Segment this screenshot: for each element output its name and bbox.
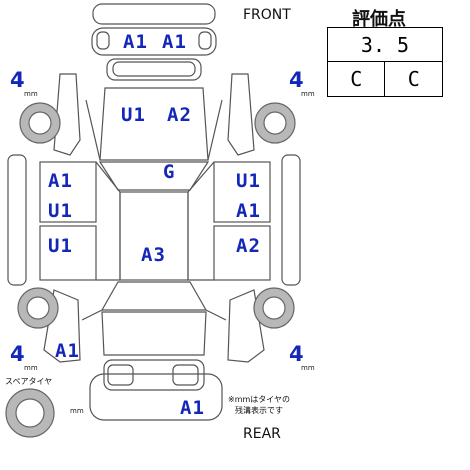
spare-tire-label: スペアタイヤ <box>5 377 53 386</box>
tread-front-right: 4 <box>289 68 304 92</box>
code-right-front-door-lower: A1 <box>236 200 261 222</box>
code-left-front-door: A1 <box>48 170 73 192</box>
roof <box>119 191 189 281</box>
tread-rear-left: 4 <box>10 342 25 366</box>
note-line-1: ※mmはタイヤの <box>228 395 291 404</box>
wheel-front-right <box>254 102 296 144</box>
exterior-grade: C <box>384 61 443 97</box>
front-label: FRONT <box>243 7 291 23</box>
right-rocker <box>281 154 301 286</box>
overall-score: 3. 5 <box>327 27 443 62</box>
wheel-rear-right <box>253 287 295 329</box>
windshield <box>98 161 210 191</box>
code-hood-right: A2 <box>167 104 192 126</box>
code-right-rear-door: A2 <box>236 235 261 257</box>
wheel-spare <box>5 388 55 438</box>
code-left-rear-quarter: A1 <box>55 340 80 362</box>
code-rear-bumper: A1 <box>180 397 205 419</box>
front-bumper <box>91 27 217 56</box>
tread-front-left: 4 <box>10 68 25 92</box>
left-front-door <box>39 161 97 223</box>
right-front-door <box>213 161 271 223</box>
front-bumper-top <box>92 3 216 25</box>
tread-rear-left-unit: mm <box>24 364 38 372</box>
rear-panel <box>103 359 205 391</box>
rear-window <box>100 281 208 311</box>
rear-label: REAR <box>243 426 281 442</box>
tread-front-right-unit: mm <box>301 90 315 98</box>
code-left-rear-door: U1 <box>48 235 73 257</box>
tread-rear-right: 4 <box>289 342 304 366</box>
score-table: 3. 5 C C <box>326 27 443 97</box>
right-rear-quarter <box>227 289 265 363</box>
score-title: 評価点 <box>352 9 406 30</box>
spare-tire-unit: mm <box>70 407 84 415</box>
tread-front-left-unit: mm <box>24 90 38 98</box>
right-front-fender <box>227 73 255 156</box>
wheel-front-left <box>19 102 61 144</box>
note-line-2: 残溝表示です <box>235 406 283 415</box>
code-left-front-door-lower: U1 <box>48 200 73 222</box>
left-rear-quarter <box>43 289 81 363</box>
wheel-rear-left <box>17 287 59 329</box>
code-hood-left: U1 <box>121 104 146 126</box>
code-front-bumper-right: A1 <box>162 31 187 53</box>
rear-bumper <box>89 373 223 421</box>
left-rear-door <box>39 225 97 281</box>
trunk <box>101 311 207 356</box>
interior-grade: C <box>326 61 386 97</box>
left-front-fender <box>53 73 81 156</box>
tread-rear-right-unit: mm <box>301 364 315 372</box>
front-grille <box>106 58 202 81</box>
code-roof: A3 <box>141 244 166 266</box>
code-right-front-door: U1 <box>236 170 261 192</box>
code-windshield: G <box>163 161 176 183</box>
left-rocker <box>7 154 27 286</box>
code-front-bumper-left: A1 <box>123 31 148 53</box>
right-rear-door <box>213 225 271 281</box>
